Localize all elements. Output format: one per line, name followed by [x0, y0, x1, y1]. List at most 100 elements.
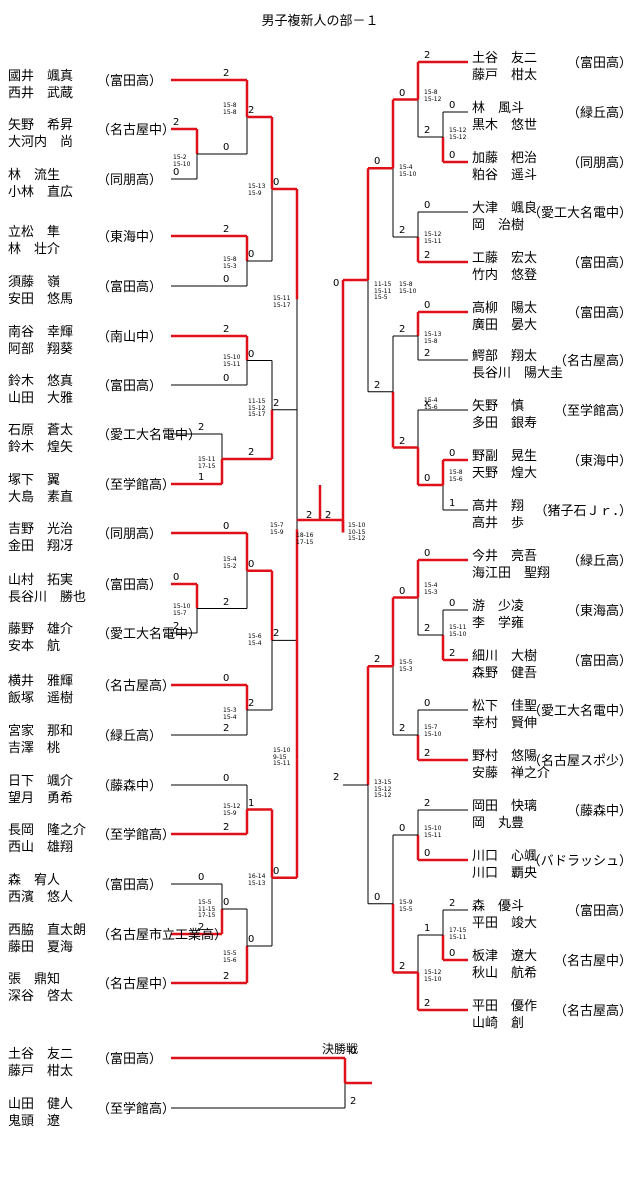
set-score: 15-9 15-5 [399, 899, 413, 913]
team-school: （至学館高） [97, 1102, 176, 1117]
team-school: （富田高） [566, 904, 632, 919]
match-score: 2 [424, 998, 431, 1009]
team-school: （名古屋高） [553, 1004, 632, 1019]
set-score: 15-7 15-9 [270, 522, 284, 536]
team-player: 藤戸 柑太 [8, 1064, 74, 1079]
match-score: 0 [198, 872, 205, 883]
match-score: 0 [223, 373, 230, 384]
match-score: 1 [449, 498, 456, 509]
team-school: （名古屋中） [553, 954, 632, 969]
final-label: 決勝戦 [322, 1042, 359, 1056]
team-player: 黒木 悠世 [472, 118, 538, 133]
team-player: 日下 颯介 [8, 774, 74, 789]
team-player: 藤田 夏海 [8, 940, 74, 955]
set-score: 15-10 10-15 15-12 [348, 522, 366, 542]
match-score: 2 [424, 623, 431, 634]
match-score: 2 [198, 922, 205, 933]
team-school: （至学館高） [97, 828, 176, 843]
match-score: 2 [223, 224, 230, 235]
match-score: 0 [449, 100, 456, 111]
match-score: 2 [223, 723, 230, 734]
set-score: 15-12 15-9 [223, 803, 241, 817]
set-score: 15-4 15-2 [223, 556, 237, 570]
team-school: （愛工大名電中） [97, 627, 202, 642]
team-player: 鈴木 煌矢 [8, 440, 74, 455]
team-player: 岡田 快璃 [472, 799, 538, 814]
team-school: （富田高） [97, 280, 163, 295]
match-score: 2 [399, 225, 406, 236]
team-school: （富田高） [97, 878, 163, 893]
set-score: 16-14 15-13 [248, 873, 266, 887]
team-player: 西井 武蔵 [8, 86, 74, 101]
team-player: 小林 直広 [8, 185, 74, 200]
match-score: 0 [449, 150, 456, 161]
team-school: （名古屋中） [97, 123, 176, 138]
team-player: 山村 拓実 [8, 573, 74, 588]
match-score: 0 [248, 558, 255, 570]
set-score: 15-4 15-6 [424, 397, 438, 411]
team-player: 高井 翔 [472, 499, 525, 514]
match-score: 0 [173, 572, 180, 583]
team-player: 吉澤 桃 [8, 741, 61, 756]
team-school: （名古屋市立工業高） [97, 928, 228, 943]
team-school: （愛工大名電中） [527, 704, 632, 719]
set-score: 15-7 15-10 [424, 724, 442, 738]
set-score: 15-12 15-12 [449, 127, 467, 141]
match-score: 2 [248, 447, 255, 458]
team-school: （藤森中） [566, 804, 632, 819]
team-player: 秋山 航希 [472, 966, 538, 981]
team-player: 西山 雄翔 [8, 840, 74, 855]
match-score: 2 [223, 68, 230, 79]
match-score: 2 [306, 510, 313, 521]
match-score: 0 [173, 167, 180, 178]
team-player: 長岡 隆之介 [8, 823, 87, 838]
match-score: 0 [424, 300, 431, 311]
team-player: 大津 颯良 [472, 201, 538, 216]
team-player: 安田 悠馬 [8, 292, 74, 307]
team-player: 大島 素直 [8, 490, 74, 505]
team-school: （藤森中） [97, 779, 163, 794]
set-score: 15-8 15-8 [223, 102, 237, 116]
team-school: （富田高） [566, 654, 632, 669]
team-player: 川口 覇央 [472, 866, 538, 881]
set-score: 15-11 15-10 [449, 624, 467, 638]
match-score: 0 [223, 897, 230, 908]
set-score: 15-2 15-10 [173, 154, 191, 168]
match-score: 2 [173, 117, 180, 128]
set-score: 15-13 15-9 [248, 183, 266, 197]
match-score: 2 [223, 822, 230, 833]
team-player: 長谷川 陽大圭 [472, 366, 564, 381]
team-player: 南谷 幸輝 [8, 325, 74, 340]
team-player: 山崎 創 [472, 1016, 525, 1031]
team-player: 立松 隼 [8, 225, 61, 240]
match-score: 2 [198, 422, 205, 433]
match-score: 0 [399, 87, 406, 99]
team-player: 張 鼎知 [8, 972, 61, 987]
set-score: 15-5 15-6 [223, 950, 237, 964]
match-score: 0 [248, 348, 255, 360]
team-player: 森野 健吾 [472, 666, 538, 681]
set-score: 15-5 11-15 17-15 [198, 899, 216, 919]
set-score: 15-10 15-11 [223, 354, 241, 368]
match-score: 2 [424, 348, 431, 359]
match-score: 2 [173, 621, 180, 632]
team-player: 山田 健人 [8, 1097, 74, 1112]
page-title: 男子複新人の部－１ [261, 14, 379, 29]
team-school: （東海中） [566, 454, 632, 469]
team-player: 藤戸 柑太 [472, 68, 538, 83]
match-score: 0 [223, 773, 230, 784]
set-score: 18-16 17-15 [296, 532, 314, 546]
match-score: 1 [198, 472, 205, 483]
set-score: 15-4 15-3 [424, 582, 438, 596]
set-score: 15-10 9-15 15-11 [273, 747, 291, 767]
team-player: 塚下 翼 [8, 473, 61, 488]
match-score: 2 [374, 654, 381, 666]
team-player: 大河内 尚 [8, 135, 74, 150]
match-score: 2 [374, 379, 381, 391]
team-school: （富田高） [566, 306, 632, 321]
team-player: 加藤 杷治 [472, 151, 538, 166]
team-player: 廣田 晏大 [472, 318, 538, 333]
team-player: 鬼頭 遼 [8, 1114, 61, 1129]
match-score: 0 [374, 891, 381, 903]
team-school: （富田高） [97, 1052, 163, 1067]
